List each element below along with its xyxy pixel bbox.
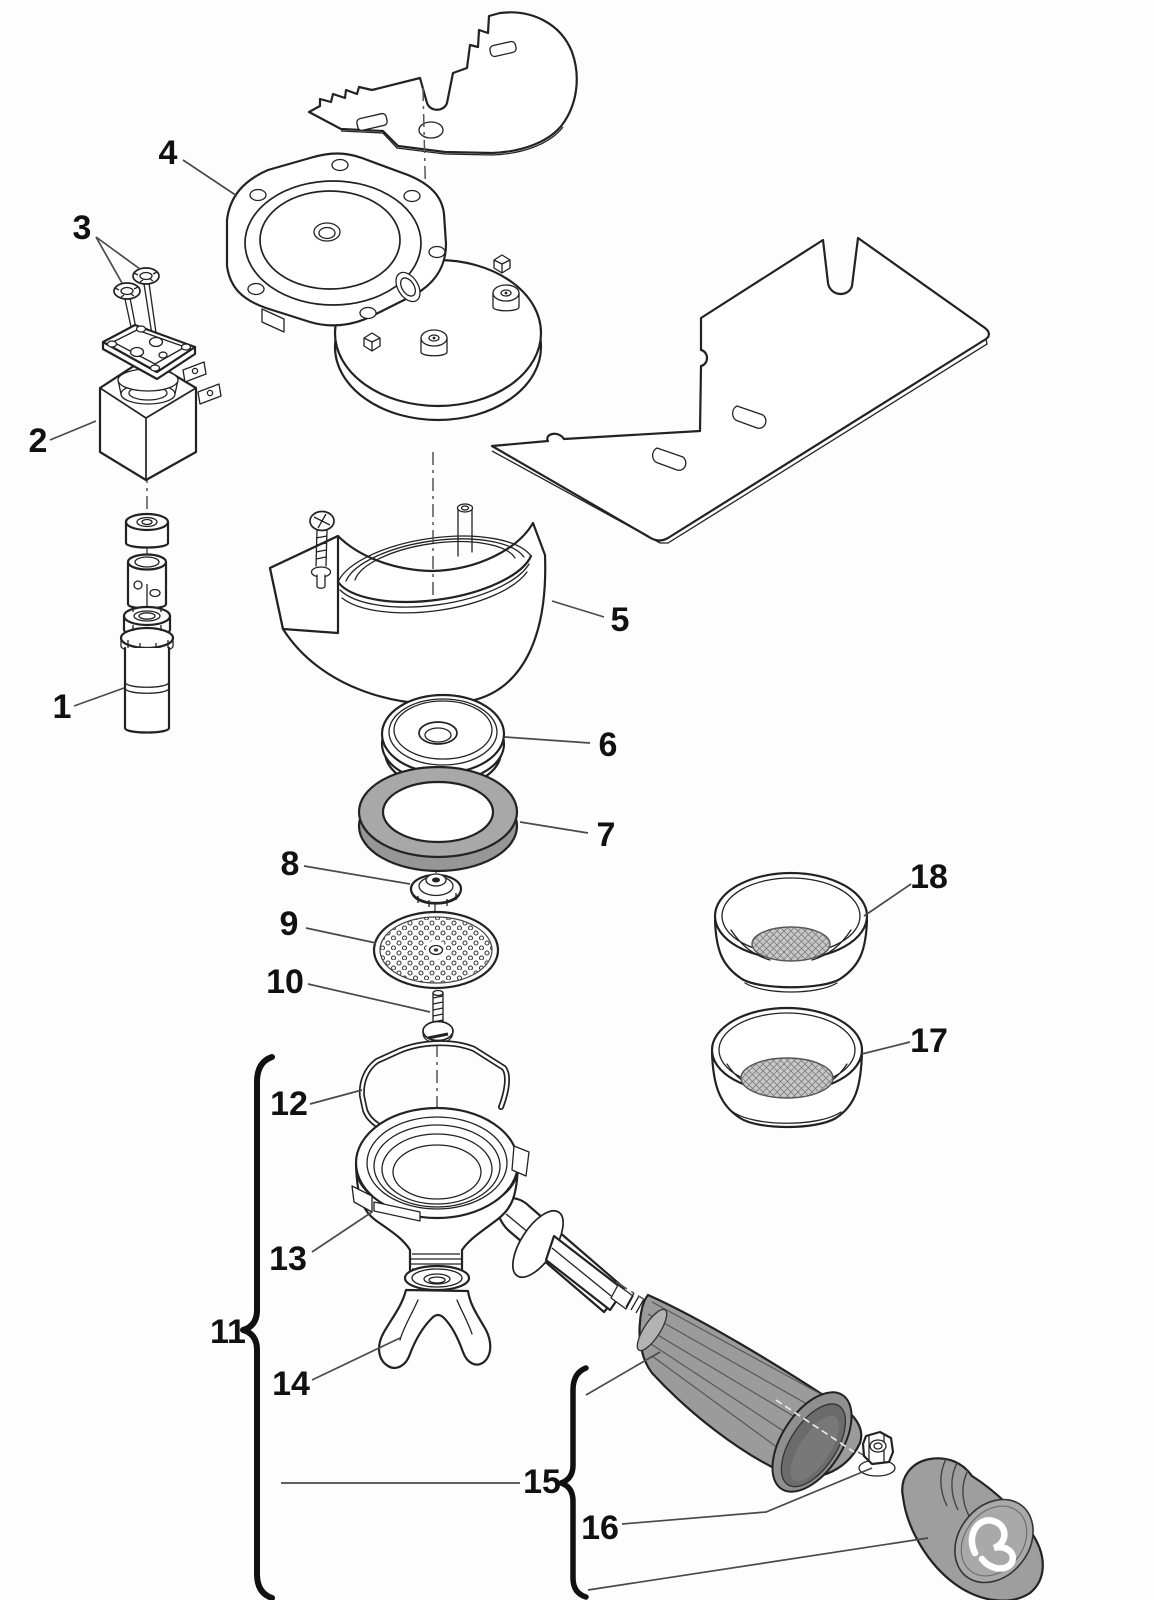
part-label-16: 16 — [581, 1509, 619, 1547]
leader-12 — [309, 1089, 363, 1105]
heat-shield-plate — [307, 11, 578, 156]
spout — [378, 1264, 492, 1370]
brace-part-11 — [240, 1054, 275, 1600]
part-label-6: 6 — [599, 726, 618, 764]
part-label-4: 4 — [159, 134, 178, 172]
basket-mesh — [740, 1057, 834, 1099]
part-label-13: 13 — [269, 1240, 307, 1278]
handle-axis-line — [615, 1281, 659, 1309]
part-label-11: 11 — [210, 1313, 246, 1351]
solenoid-valve — [98, 323, 222, 652]
handle-end-cap — [901, 1457, 1044, 1600]
boiler-stud-center — [420, 329, 448, 357]
brace-part-15 — [558, 1365, 589, 1600]
part-labels: 1 2 3 4 5 6 7 8 9 10 11 12 13 14 15 16 1… — [29, 134, 948, 1547]
part-label-5: 5 — [611, 601, 630, 639]
leader-10 — [307, 983, 431, 1013]
basket-mesh — [751, 926, 831, 962]
leader-8 — [303, 865, 411, 885]
leader-15b — [587, 1537, 929, 1591]
castle-nut — [409, 873, 463, 907]
leader-5 — [551, 600, 605, 618]
boiler-stud-right — [492, 284, 520, 312]
part-label-1: 1 — [53, 688, 72, 726]
part-label-2: 2 — [29, 422, 48, 460]
part-label-17: 17 — [910, 1022, 948, 1060]
part-label-12: 12 — [270, 1085, 308, 1123]
leader-3a — [95, 236, 123, 284]
handle-nut — [858, 1430, 896, 1477]
leader-16 — [621, 1467, 873, 1525]
lock-washer-2 — [132, 267, 160, 285]
leader-7 — [519, 821, 589, 834]
part-label-8: 8 — [281, 845, 300, 883]
filter-basket-small — [710, 1006, 864, 1129]
part-label-15: 15 — [523, 1463, 561, 1501]
leader-14 — [311, 1337, 401, 1381]
cover-pin — [456, 503, 474, 557]
part-label-9: 9 — [280, 905, 299, 943]
brand-logo-icon — [968, 1517, 1017, 1572]
solenoid-neck — [117, 368, 179, 405]
leader-15a — [585, 1351, 661, 1396]
part-label-18: 18 — [910, 858, 948, 896]
screen-screw — [422, 989, 454, 1044]
group-gasket — [357, 765, 519, 873]
shower-screen — [372, 910, 500, 990]
flange-side-port — [395, 271, 421, 303]
mounting-plate — [490, 236, 990, 544]
leader-1 — [73, 687, 125, 707]
handle-mouth — [771, 1391, 853, 1493]
cover-shroud — [268, 503, 547, 706]
leader-lines — [49, 159, 929, 1591]
leader-6 — [504, 736, 591, 744]
part-label-10: 10 — [266, 963, 304, 1001]
leader-17 — [861, 1041, 911, 1055]
filter-basket-large — [713, 871, 869, 993]
lock-washer-1 — [113, 282, 141, 300]
leader-18 — [863, 883, 912, 917]
group-flange — [225, 152, 448, 333]
leader-9 — [305, 927, 377, 944]
leader-13 — [311, 1211, 373, 1253]
leader-3b — [95, 236, 141, 270]
leader-4 — [182, 159, 238, 197]
inlet-fitting — [119, 584, 175, 734]
portafilter-body — [351, 1106, 657, 1319]
washers-and-studs — [113, 267, 160, 351]
part-label-3: 3 — [73, 209, 92, 247]
valve-bushing — [124, 512, 170, 549]
solenoid-top-plate — [101, 323, 197, 381]
cover-screw — [309, 510, 335, 589]
part-label-7: 7 — [597, 816, 616, 854]
handle-grip — [636, 1293, 871, 1493]
leader-2 — [49, 420, 97, 441]
part-label-14: 14 — [272, 1365, 310, 1403]
